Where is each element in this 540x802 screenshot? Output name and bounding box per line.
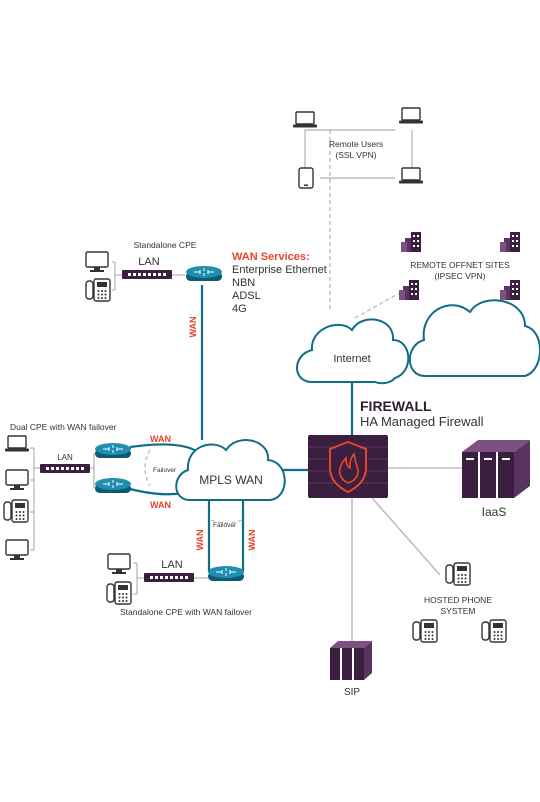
wan-top-label: WAN bbox=[150, 434, 171, 444]
failover-label: Failover bbox=[213, 522, 237, 529]
failover-label: Failover bbox=[153, 467, 177, 474]
hosted-phone-sublabel: SYSTEM bbox=[441, 606, 476, 616]
laptop-icon bbox=[4, 435, 30, 453]
wan-services-list: WAN Services: Enterprise Ethernet NBN AD… bbox=[232, 251, 327, 315]
wan-service-item: 4G bbox=[232, 303, 247, 315]
wan-top-line bbox=[129, 443, 199, 453]
wan-service-item: ADSL bbox=[232, 290, 261, 302]
wan-vertical-label: WAN bbox=[188, 317, 198, 338]
remote-users-group: Remote Users (SSL VPN) bbox=[292, 107, 424, 310]
desk-phone-icon bbox=[481, 619, 507, 643]
standalone-failover-title: Standalone CPE with WAN failover bbox=[120, 607, 252, 617]
remote-users-label: Remote Users bbox=[329, 139, 383, 149]
iaas-servers bbox=[462, 440, 530, 498]
offnet-sites-label: REMOTE OFFNET SITES bbox=[410, 260, 510, 270]
dual-cpe-group: Dual CPE with WAN failover LAN WAN WAN F… bbox=[3, 422, 177, 561]
monitor-icon bbox=[85, 251, 109, 273]
lan-label: LAN bbox=[57, 453, 73, 462]
laptop-icon bbox=[398, 107, 424, 125]
firewall-subtitle: HA Managed Firewall bbox=[360, 414, 484, 429]
laptop-icon bbox=[292, 111, 318, 129]
standalone-cpe-title: Standalone CPE bbox=[134, 240, 197, 250]
building-icon bbox=[399, 280, 419, 300]
desk-phone-icon bbox=[412, 619, 438, 643]
standalone-failover-group: Failover WAN WAN LAN Standalone CPE with… bbox=[106, 522, 257, 617]
wan-right-label: WAN bbox=[247, 530, 257, 551]
offnet-sites-group: REMOTE OFFNET SITES (IPSEC VPN) bbox=[354, 232, 520, 319]
laptop-icon bbox=[398, 167, 424, 185]
iaas-label: IaaS bbox=[482, 505, 507, 519]
sip-servers bbox=[330, 641, 372, 680]
wan-left-label: WAN bbox=[195, 530, 205, 551]
offnet-cloud bbox=[409, 299, 540, 377]
switch-icon bbox=[144, 573, 194, 582]
offnet-sites-sublabel: (IPSEC VPN) bbox=[434, 271, 485, 281]
monitor-icon bbox=[5, 539, 29, 561]
firewall-group: FIREWALL HA Managed Firewall bbox=[308, 398, 484, 498]
lan-label: LAN bbox=[161, 559, 182, 571]
switch-icon bbox=[122, 270, 172, 279]
firewall-title: FIREWALL bbox=[360, 398, 432, 414]
building-icon bbox=[500, 280, 520, 300]
desk-phone-icon bbox=[106, 581, 132, 605]
wan-services-title: WAN Services: bbox=[232, 251, 310, 263]
mpls-label: MPLS WAN bbox=[199, 473, 263, 487]
desk-phone-icon bbox=[445, 562, 471, 586]
building-icon bbox=[500, 232, 520, 252]
dual-cpe-title: Dual CPE with WAN failover bbox=[10, 422, 117, 432]
router-icon bbox=[185, 265, 223, 282]
hosted-phone-label: HOSTED PHONE bbox=[424, 595, 492, 605]
mpls-cloud bbox=[175, 439, 286, 501]
desk-phone-icon bbox=[85, 278, 111, 302]
wan-bottom-label: WAN bbox=[150, 500, 171, 510]
router-icon bbox=[94, 442, 132, 459]
building-icon bbox=[401, 232, 421, 252]
tablet-icon bbox=[298, 167, 314, 189]
hosted-phone-group: HOSTED PHONE SYSTEM bbox=[412, 562, 507, 643]
monitor-icon bbox=[107, 553, 131, 575]
router-icon bbox=[207, 565, 245, 582]
router-icon bbox=[94, 477, 132, 494]
sip-label: SIP bbox=[344, 687, 360, 698]
internet-label: Internet bbox=[333, 353, 370, 365]
wan-service-item: NBN bbox=[232, 277, 255, 289]
internet-cloud bbox=[296, 318, 410, 385]
switch-icon bbox=[40, 464, 90, 473]
standalone-cpe-group: Standalone CPE LAN WAN bbox=[85, 240, 223, 338]
shield-flame-icon bbox=[329, 440, 367, 494]
lan-label: LAN bbox=[138, 256, 159, 268]
monitor-icon bbox=[5, 469, 29, 491]
remote-users-sublabel: (SSL VPN) bbox=[335, 150, 376, 160]
desk-phone-icon bbox=[3, 499, 29, 523]
wan-service-item: Enterprise Ethernet bbox=[232, 264, 327, 276]
